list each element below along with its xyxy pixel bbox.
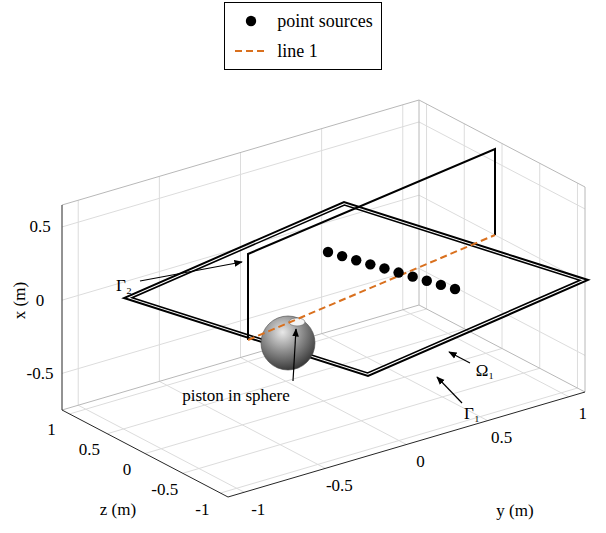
tick-label: 0 <box>123 461 132 478</box>
point-source <box>393 267 403 277</box>
boundary-gamma2 <box>248 149 495 340</box>
tick-label: 0 <box>416 453 425 470</box>
grid-line <box>419 122 585 209</box>
axis-line <box>62 205 63 410</box>
axis-line <box>62 410 228 497</box>
grid-line <box>159 176 160 381</box>
tick-label: -0.5 <box>151 481 178 498</box>
legend-sample <box>231 11 271 31</box>
tick-label: -1 <box>195 501 209 518</box>
grid-line <box>403 310 569 397</box>
tick-label: 1 <box>47 421 56 438</box>
point-source <box>436 280 446 290</box>
legend-line <box>235 50 267 52</box>
tick-label: 0.5 <box>79 441 100 458</box>
grid <box>62 104 585 493</box>
grid-line <box>145 349 502 454</box>
point-source <box>422 276 432 286</box>
grid-line <box>78 200 79 405</box>
point-sources <box>323 247 460 294</box>
box-edge <box>419 100 585 187</box>
axis-title: z (m) <box>100 501 136 518</box>
grid-line <box>539 163 540 368</box>
tick-label: 1 <box>579 405 588 422</box>
legend-text: point sources <box>277 11 372 32</box>
grid-line <box>321 129 322 334</box>
legend-row: line 1 <box>231 36 372 66</box>
axis-title: x (m) <box>11 281 28 318</box>
region-label: Ω₁ <box>476 362 495 379</box>
point-source <box>337 251 347 261</box>
tick-label: 0.5 <box>491 429 512 446</box>
tick-label: -0.5 <box>326 477 353 494</box>
leader-arrow <box>140 262 242 281</box>
point-source <box>407 271 417 281</box>
point-source <box>323 247 333 257</box>
line-1 <box>248 235 495 340</box>
axis-lines <box>62 205 585 497</box>
box-edge <box>419 100 420 305</box>
point-source <box>379 263 389 273</box>
box-edge <box>62 100 419 205</box>
box-edge <box>585 187 586 392</box>
tick-label: -0.5 <box>27 365 54 382</box>
leader-arrow <box>293 329 296 381</box>
axis-title: y (m) <box>496 502 533 519</box>
legend-text: line 1 <box>277 41 318 62</box>
legend-sample <box>231 41 271 61</box>
legend-dot <box>246 16 256 26</box>
point-source <box>365 259 375 269</box>
grid-line <box>402 105 403 310</box>
grid-line <box>240 153 241 358</box>
point-source <box>351 255 361 265</box>
callout-label: piston in sphere <box>182 387 290 404</box>
tick-label: 0 <box>36 292 45 309</box>
boundary-gamma1 <box>124 202 588 376</box>
grid-line <box>419 195 585 282</box>
tick-label: -1 <box>251 501 265 518</box>
boundary-label: Γ₂ <box>116 277 132 294</box>
boundary-label: Γ₁ <box>464 405 480 422</box>
tick-label: 0.5 <box>29 218 50 235</box>
region-omega1 <box>132 205 580 373</box>
leader-arrow <box>449 352 470 363</box>
legend-row: point sources <box>231 6 372 36</box>
grid-line <box>464 124 465 329</box>
leader-arrows <box>140 262 470 403</box>
legend-box: point sources line 1 <box>224 2 381 70</box>
axis-line <box>228 392 585 497</box>
sphere <box>261 316 315 370</box>
box-edge <box>62 305 419 410</box>
leader-arrow <box>437 377 462 403</box>
point-source <box>450 284 460 294</box>
